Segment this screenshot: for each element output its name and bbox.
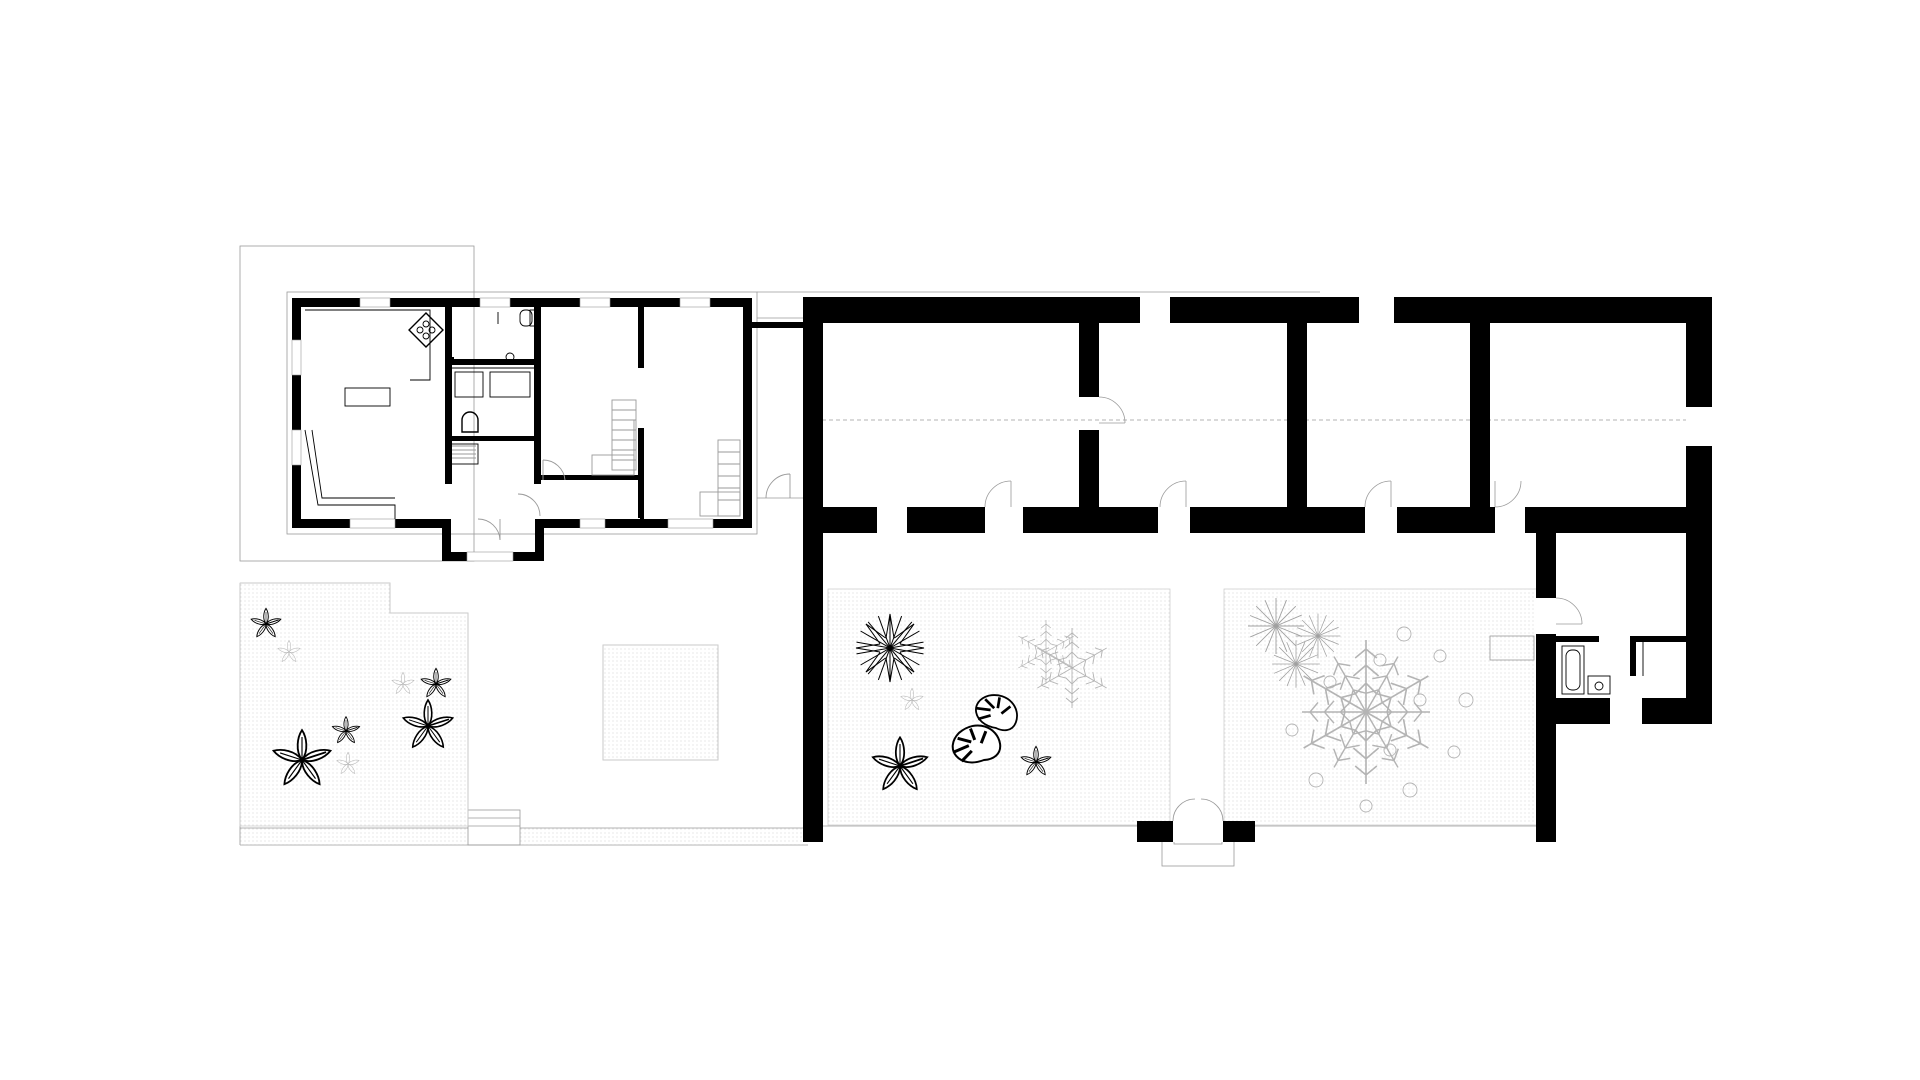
door-swing-icon — [477, 459, 791, 541]
annex-bathroom — [1561, 642, 1644, 695]
barn-walls — [803, 297, 1712, 842]
stair-icon — [452, 445, 476, 459]
tree-canopy-icon — [1280, 625, 1474, 813]
bathtub-icon — [1561, 645, 1585, 695]
left-house-windows — [291, 297, 714, 562]
door-swing-icon — [1364, 480, 1392, 508]
stair-icon — [591, 399, 637, 476]
door-swing-icon — [1172, 798, 1224, 822]
passage — [752, 322, 810, 328]
stair-icon — [699, 439, 741, 517]
barn-doors — [984, 396, 1583, 822]
sink-icon — [1587, 675, 1611, 695]
door-swing-icon — [1098, 396, 1126, 424]
palm-plant-icon — [1247, 597, 1305, 655]
door-swing-icon — [1494, 480, 1522, 508]
door-swing-icon — [1555, 597, 1583, 625]
door-swing-icon — [984, 480, 1012, 508]
garden-patch-square — [602, 644, 719, 761]
left-house-fixtures — [304, 309, 791, 541]
stove-icon — [408, 312, 444, 348]
toilet-icon — [519, 309, 537, 327]
palm-plant-icon — [1295, 613, 1341, 659]
barn-openings — [877, 297, 1712, 842]
plants-right-bed — [1247, 597, 1474, 813]
door-swing-icon — [1159, 480, 1187, 508]
toilet-icon — [461, 411, 479, 433]
